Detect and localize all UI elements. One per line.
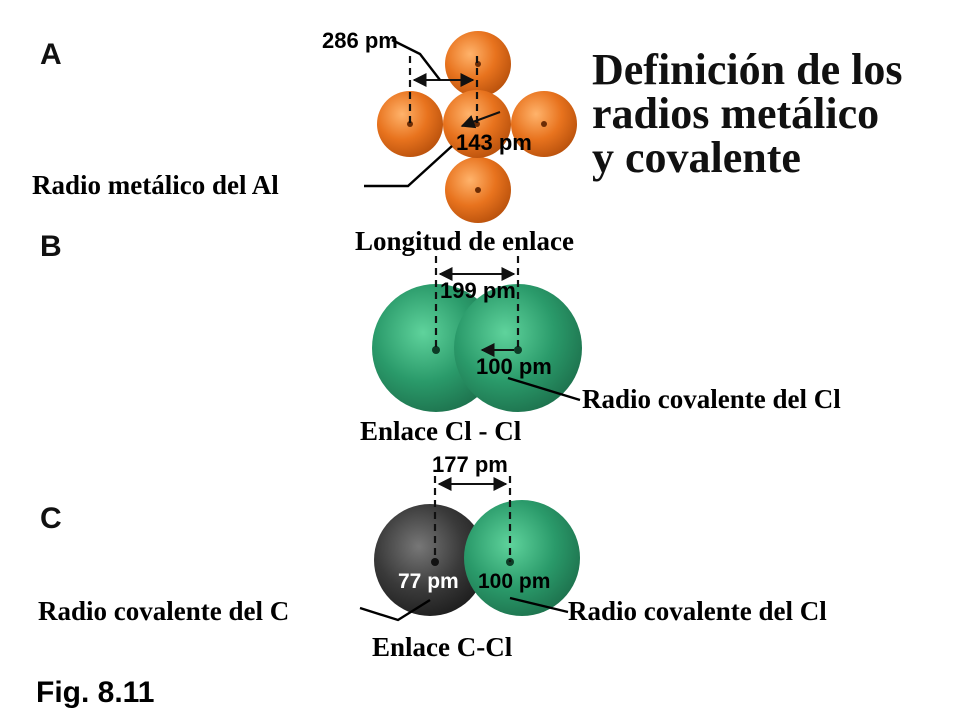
panel-a-caption: Radio metálico del Al [32, 170, 279, 200]
panel-c-cl-caption: Radio covalente del Cl [568, 596, 827, 626]
c-cl-molecule [374, 500, 580, 616]
bond-length-title: Longitud de enlace [355, 226, 574, 256]
panel-a-letter: A [40, 38, 62, 71]
panel-a-caption-leader [364, 145, 453, 188]
panel-b-radius-label: 100 pm [476, 354, 552, 379]
panel-b-bond-caption: Enlace Cl - Cl [360, 416, 522, 446]
panel-a-distance-label: 286 pm [322, 28, 398, 53]
cl-atom [464, 500, 580, 616]
panel-c-letter: C [40, 502, 62, 535]
panel-c: C 177 pm 77 pm 100 pm Radio covalente de… [38, 452, 827, 662]
c-atom [374, 504, 486, 616]
panel-c-bond-caption: Enlace C-Cl [372, 632, 513, 662]
panel-b: B Longitud de enlace 199 pm 100 pm Radio… [40, 226, 841, 446]
title-line-1: Definición de los [592, 45, 902, 94]
slide-title: Definición de los radios metálico y cova… [592, 45, 902, 182]
panel-b-radius-caption: Radio covalente del Cl [582, 384, 841, 414]
panel-c-c-radius-label: 77 pm [398, 570, 459, 593]
panel-a: A 286 pm 143 pm Radio metálico del Al [32, 28, 577, 223]
panel-b-letter: B [40, 230, 62, 263]
panel-c-distance-label: 177 pm [432, 452, 508, 477]
title-line-3: y covalente [592, 133, 801, 182]
panel-c-c-leader [359, 598, 431, 622]
panel-b-radius-leader [507, 376, 581, 402]
panel-c-c-caption: Radio covalente del C [38, 596, 289, 626]
panel-c-cl-radius-label: 100 pm [478, 570, 550, 593]
panel-a-radius-label: 143 pm [456, 130, 532, 155]
cl2-molecule [372, 284, 582, 412]
title-line-2: radios metálico [592, 89, 879, 138]
panel-c-cl-leader [509, 596, 569, 614]
panel-a-distance-leader [391, 38, 441, 81]
figure-label: Fig. 8.11 [36, 676, 154, 709]
panel-a-radius-arrow [460, 111, 501, 129]
panel-b-distance-label: 199 pm [440, 278, 516, 303]
